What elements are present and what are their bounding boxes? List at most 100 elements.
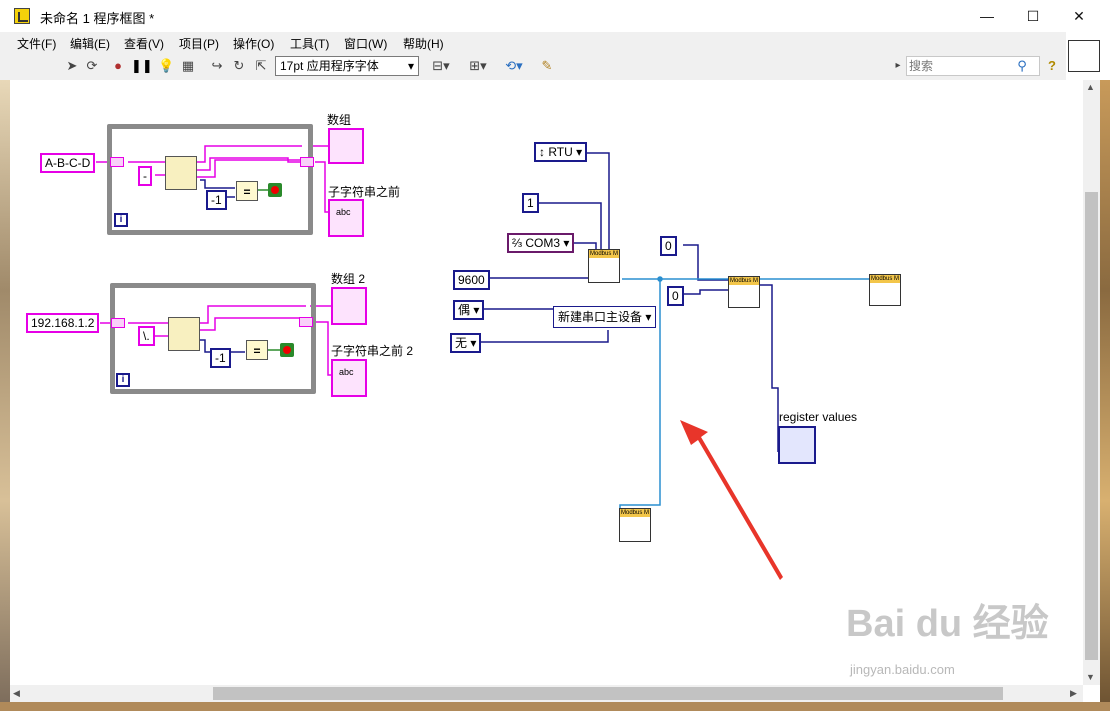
parity-enum[interactable]: 偶 ▾ bbox=[453, 300, 485, 320]
loop2-input-string[interactable]: 192.168.1.2 bbox=[26, 313, 100, 333]
reorder-icon[interactable]: ⟲▾ bbox=[505, 58, 523, 73]
scroll-left-icon[interactable]: ◀ bbox=[13, 688, 20, 698]
menu-project[interactable]: 项目(P) bbox=[179, 37, 219, 51]
close-button[interactable]: ✕ bbox=[1073, 8, 1085, 24]
pause-icon[interactable]: ❚❚ bbox=[131, 58, 153, 73]
modbus-close-header: Modbus M bbox=[870, 275, 900, 283]
menu-tools[interactable]: 工具(T) bbox=[290, 37, 330, 51]
retain-wire-values-icon[interactable]: ▦ bbox=[181, 58, 195, 73]
numeric-wires-modbus bbox=[480, 152, 779, 452]
font-select[interactable]: 17pt 应用程序字体 ▾ bbox=[275, 56, 419, 76]
while-loop-2[interactable] bbox=[110, 283, 316, 394]
loop1-array-indicator[interactable] bbox=[328, 128, 364, 164]
abort-icon[interactable]: ● bbox=[114, 58, 122, 73]
chevron-down-icon: ▾ bbox=[407, 59, 414, 73]
window-title: 未命名 1 程序框图 * bbox=[40, 11, 155, 26]
maximize-button[interactable]: ☐ bbox=[1026, 8, 1040, 24]
horizontal-scroll-thumb[interactable] bbox=[213, 687, 1003, 700]
loop2-neg-one[interactable]: -1 bbox=[210, 348, 231, 368]
loop2-string-indicator[interactable]: abc bbox=[331, 359, 367, 397]
loop1-string-label: 子字符串之前 bbox=[328, 185, 401, 199]
register-values-label: register values bbox=[779, 410, 858, 424]
loop2-separator[interactable]: \. bbox=[138, 326, 155, 346]
loop1-equal-node[interactable]: = bbox=[236, 181, 258, 201]
loop1-neg-one[interactable]: -1 bbox=[206, 190, 227, 210]
align-objects-icon[interactable]: ⊟▾ bbox=[432, 58, 450, 73]
menu-file[interactable]: 文件(F) bbox=[17, 37, 57, 51]
visa-resource-value: COM3 bbox=[525, 236, 561, 250]
menu-edit[interactable]: 编辑(E) bbox=[70, 37, 110, 51]
menu-view[interactable]: 查看(V) bbox=[124, 37, 164, 51]
desktop-background-right bbox=[1100, 80, 1110, 711]
step-out-icon[interactable]: ⇱ bbox=[255, 58, 267, 73]
flow-control-value: 无 bbox=[455, 336, 468, 350]
scroll-up-icon[interactable]: ▲ bbox=[1086, 82, 1095, 92]
menu-window[interactable]: 窗口(W) bbox=[344, 37, 388, 51]
step-into-icon[interactable]: ↪ bbox=[211, 58, 223, 73]
loop1-match-pattern-node[interactable] bbox=[165, 156, 197, 190]
modbus-read-header: Modbus M bbox=[729, 277, 759, 285]
desktop-background-left bbox=[0, 80, 10, 711]
baidu-watermark: Bai du 经验 bbox=[846, 603, 1049, 645]
distribute-objects-icon[interactable]: ⊞▾ bbox=[469, 58, 487, 73]
run-continuously-icon[interactable]: ⟳ bbox=[86, 58, 98, 73]
vertical-scroll-thumb[interactable] bbox=[1085, 192, 1098, 660]
parity-enum-value: 偶 bbox=[458, 303, 471, 317]
search-icon[interactable]: ⚲ bbox=[1017, 58, 1027, 73]
register-values-indicator[interactable] bbox=[778, 426, 816, 464]
count-const[interactable]: 0 bbox=[667, 286, 684, 306]
baidu-watermark-url: jingyan.baidu.com bbox=[850, 662, 955, 677]
mode-enum-value: RTU bbox=[548, 145, 573, 159]
loop1-shift-register-left bbox=[110, 157, 124, 167]
loop1-shift-register-right bbox=[300, 157, 314, 167]
scroll-right-icon[interactable]: ▶ bbox=[1070, 688, 1077, 698]
scroll-down-icon[interactable]: ▼ bbox=[1086, 672, 1095, 682]
loop1-stop-icon[interactable] bbox=[268, 183, 282, 197]
visa-resource-com3[interactable]: ⅔ COM3 ▾ bbox=[507, 233, 575, 253]
step-over-icon[interactable]: ↻ bbox=[233, 58, 245, 73]
menu-help[interactable]: 帮助(H) bbox=[403, 37, 444, 51]
menu-operate[interactable]: 操作(O) bbox=[233, 37, 275, 51]
loop2-equal-node[interactable]: = bbox=[246, 340, 268, 360]
mode-enum-rtu[interactable]: ↕ RTU ▾ bbox=[534, 142, 588, 162]
block-diagram[interactable]: i A-B-C-D - -1 = 数组 子字符串之前 abc i 192.168… bbox=[10, 80, 1083, 685]
clean-up-diagram-icon[interactable]: ✎ bbox=[541, 58, 553, 73]
wires-layer bbox=[96, 145, 870, 580]
loop1-separator[interactable]: - bbox=[138, 166, 152, 186]
refnum-wires bbox=[619, 276, 870, 520]
loop2-shift-register-right bbox=[299, 317, 313, 327]
toolbar bbox=[0, 52, 1066, 81]
start-address-const[interactable]: 0 bbox=[660, 236, 677, 256]
flow-control-enum[interactable]: 无 ▾ bbox=[450, 333, 482, 353]
loop2-stop-icon[interactable] bbox=[280, 343, 294, 357]
baud-rate-const[interactable]: 9600 bbox=[453, 270, 490, 290]
loop1-input-string[interactable]: A-B-C-D bbox=[40, 153, 96, 173]
title-bar bbox=[0, 0, 1110, 32]
menu-bar bbox=[0, 32, 1066, 52]
font-select-value: 17pt 应用程序字体 bbox=[280, 59, 379, 73]
modbus-read-holding-registers-vi[interactable]: Modbus M bbox=[728, 276, 760, 308]
modbus-write-vi[interactable]: Modbus M bbox=[619, 508, 651, 542]
run-arrow-icon[interactable]: ➤ bbox=[66, 58, 78, 73]
highlight-execution-icon[interactable]: 💡 bbox=[158, 58, 175, 73]
labview-app-icon bbox=[14, 8, 30, 24]
loop2-string-label: 子字符串之前 2 bbox=[331, 344, 414, 358]
search-arrow-icon: ▸ bbox=[895, 60, 901, 71]
loop2-iteration-terminal: i bbox=[116, 373, 130, 387]
loop2-shift-register-left bbox=[111, 318, 125, 328]
context-help-icon[interactable]: ? bbox=[1048, 58, 1056, 73]
loop2-match-pattern-node[interactable] bbox=[168, 317, 200, 351]
loop2-array-indicator[interactable] bbox=[331, 287, 367, 325]
modbus-close-vi[interactable]: Modbus M bbox=[869, 274, 901, 306]
search-input[interactable]: 搜索 bbox=[906, 56, 1040, 76]
annotation-arrow bbox=[680, 420, 783, 580]
modbus-create-master-vi[interactable]: Modbus M bbox=[588, 249, 620, 283]
loop1-string-indicator[interactable]: abc bbox=[328, 199, 364, 237]
minimize-button[interactable]: — bbox=[980, 8, 994, 24]
vi-icon[interactable] bbox=[1068, 40, 1100, 72]
create-master-selector[interactable]: 新建串口主设备 ▾ bbox=[553, 306, 657, 328]
slave-address-const[interactable]: 1 bbox=[522, 193, 539, 213]
modbus-write-header: Modbus M bbox=[620, 509, 650, 517]
loop1-iteration-terminal: i bbox=[114, 213, 128, 227]
while-loop-1[interactable] bbox=[107, 124, 313, 235]
